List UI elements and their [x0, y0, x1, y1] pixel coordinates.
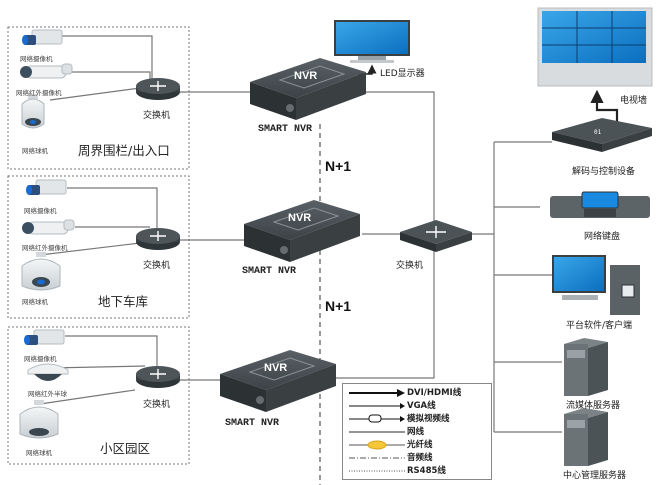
device-label: 平台软件/客户端	[566, 321, 633, 331]
zone-parking-box	[7, 175, 190, 319]
link-zone3-cam2	[49, 365, 146, 369]
link-zone3-cam1	[65, 335, 158, 366]
device-label: 网络键盘	[584, 232, 621, 242]
box-camera-icon	[26, 179, 67, 195]
analog-video-line-icon	[349, 414, 405, 423]
device-label: 网络球机	[22, 298, 48, 306]
legend-label: RS485线	[407, 466, 446, 476]
switch-label: 交换机	[143, 400, 171, 410]
zone-switch-icon	[136, 228, 180, 250]
nvr-label: SMART NVR	[225, 418, 280, 429]
core-switch-label: 交换机	[396, 261, 424, 271]
zone-title: 小区园区	[100, 441, 151, 456]
legend-item-analog-video: 模拟视频线	[343, 413, 493, 425]
legend-item-fiber: 光纤线	[343, 439, 493, 451]
bullet-ir-camera-icon	[20, 63, 73, 79]
device-label: 网络红外半球	[28, 390, 67, 398]
streaming-server-icon	[564, 338, 608, 396]
device-label: 网络球机	[26, 449, 52, 457]
rs485-line-icon	[349, 470, 405, 472]
audio-line-icon	[349, 457, 405, 459]
ir-dome-icon	[27, 363, 69, 381]
svg-text:01: 01	[594, 129, 602, 136]
device-label: 网络摄像机	[24, 207, 57, 215]
nvr-face-label: NVR	[288, 212, 312, 224]
device-label: 网络摄像机	[20, 55, 53, 63]
legend-label: DVI/HDMI线	[407, 388, 462, 398]
nvr-label: SMART NVR	[258, 124, 313, 135]
zone-title: 周界围栏/出入口	[78, 143, 170, 158]
network-line-icon	[349, 431, 405, 433]
management-server-icon	[564, 408, 608, 466]
zone-perimeter-box	[7, 26, 190, 170]
link-zone2-cam1	[67, 187, 158, 228]
legend-item-dvi-hdmi: DVI/HDMI线	[343, 387, 493, 399]
device-label: 网络球机	[22, 147, 48, 155]
network-keyboard-icon	[550, 191, 650, 218]
bullet-ir-camera-icon	[22, 219, 75, 235]
speed-dome-icon	[21, 94, 45, 129]
box-camera-icon	[22, 29, 63, 45]
connections	[39, 35, 562, 433]
legend-label: 网线	[407, 427, 425, 437]
zone-switch-icon	[136, 78, 180, 100]
nvr-label: SMART NVR	[242, 266, 297, 277]
nvr-icon	[250, 58, 366, 120]
legend-item-vga: VGA线	[343, 400, 493, 412]
device-label: 网络红外摄像机	[22, 244, 68, 252]
link-zone1-dome	[49, 87, 141, 101]
legend-label: 光纤线	[407, 440, 433, 450]
speed-dome-icon	[19, 400, 59, 439]
legend-item-audio: 音频线	[343, 452, 493, 464]
link-zone1-cam2	[70, 71, 151, 80]
legend-label: 模拟视频线	[407, 414, 450, 424]
link-decoder-tvwall	[590, 89, 619, 127]
vga-line-icon	[349, 403, 405, 409]
nvr-face-label: NVR	[294, 70, 318, 82]
led-monitor-label: LED显示器	[380, 69, 425, 79]
device-label: 流媒体服务器	[566, 401, 621, 411]
tv-wall-label: 电视墙	[620, 96, 648, 106]
zone-switch-icon	[136, 366, 180, 388]
device-label: 解码与控制设备	[572, 167, 636, 177]
pc-client-icon	[552, 255, 640, 315]
nvr-icon	[220, 350, 336, 412]
zone-title: 地下车库	[98, 294, 149, 309]
nvr-face-label: NVR	[264, 362, 288, 374]
legend-label: VGA线	[407, 401, 436, 411]
device-label: 中心管理服务器	[563, 471, 627, 481]
redundancy-label: N+1	[325, 158, 352, 174]
speed-dome-icon	[21, 252, 61, 291]
redundancy-label: N+1	[325, 298, 352, 314]
legend-item-rs485: RS485线	[343, 465, 493, 477]
decoder-icon: 01	[552, 118, 652, 152]
switch-label: 交换机	[143, 261, 171, 271]
device-label: 网络红外摄像机	[16, 89, 62, 97]
led-monitor-icon	[334, 20, 410, 63]
nvr-icon	[244, 200, 360, 262]
link-zone1-cam1	[62, 35, 153, 80]
link-zone2-dome	[39, 242, 141, 256]
link-zone3-dome	[39, 389, 136, 405]
core-switch-icon	[400, 220, 472, 252]
switch-label: 交换机	[143, 111, 171, 121]
zone-campus-box	[7, 326, 190, 465]
link-nvr3-core	[336, 248, 435, 379]
dvi-hdmi-line-icon	[349, 389, 405, 397]
link-nvr1-core	[366, 91, 435, 228]
legend-item-network: 网线	[343, 426, 493, 438]
box-camera-icon	[24, 329, 65, 345]
device-label: 网络摄像机	[24, 355, 57, 363]
legend: DVI/HDMI线 VGA线 模拟视频线 网线 光纤线 音频线 RS485线	[342, 383, 492, 480]
fiber-line-icon	[349, 440, 405, 450]
legend-label: 音频线	[407, 453, 433, 463]
tv-wall-icon	[537, 7, 653, 87]
